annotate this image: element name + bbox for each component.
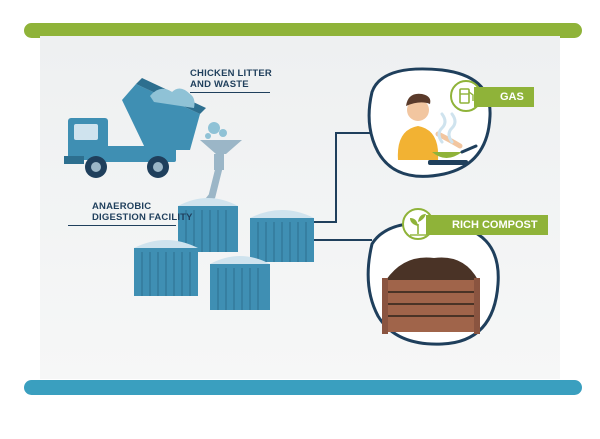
dump-truck-icon [64, 78, 227, 178]
connector-lines [310, 132, 372, 241]
chicken-litter-underline [190, 92, 270, 93]
digestion-facility-label: ANAEROBIC DIGESTION FACILITY [92, 201, 193, 223]
gas-tag: GAS [474, 87, 534, 107]
compost-scene [366, 221, 500, 346]
compost-crate-icon [382, 257, 480, 334]
top-accent-bar [24, 23, 582, 38]
chicken-litter-label-line1: CHICKEN LITTER [190, 68, 272, 79]
connector-to-gas [310, 132, 372, 223]
funnel-icon [200, 140, 242, 210]
chicken-litter-label: CHICKEN LITTER AND WASTE [190, 68, 272, 90]
pan-icon [428, 144, 478, 165]
tank-front-right [210, 256, 270, 310]
tank-back-right [250, 210, 314, 262]
digester-tank-icon [134, 198, 314, 310]
digestion-label-line2: DIGESTION FACILITY [92, 212, 193, 223]
rich-compost-tag: RICH COMPOST [426, 215, 548, 235]
bottom-accent-bar [24, 380, 582, 395]
digestion-label-line1: ANAEROBIC [92, 201, 152, 212]
tank-front-left [134, 240, 198, 296]
gas-pump-icon [450, 80, 482, 112]
digestion-underline [68, 225, 176, 226]
chicken-litter-label-line2: AND WASTE [190, 79, 249, 90]
steam-icon [437, 112, 457, 144]
